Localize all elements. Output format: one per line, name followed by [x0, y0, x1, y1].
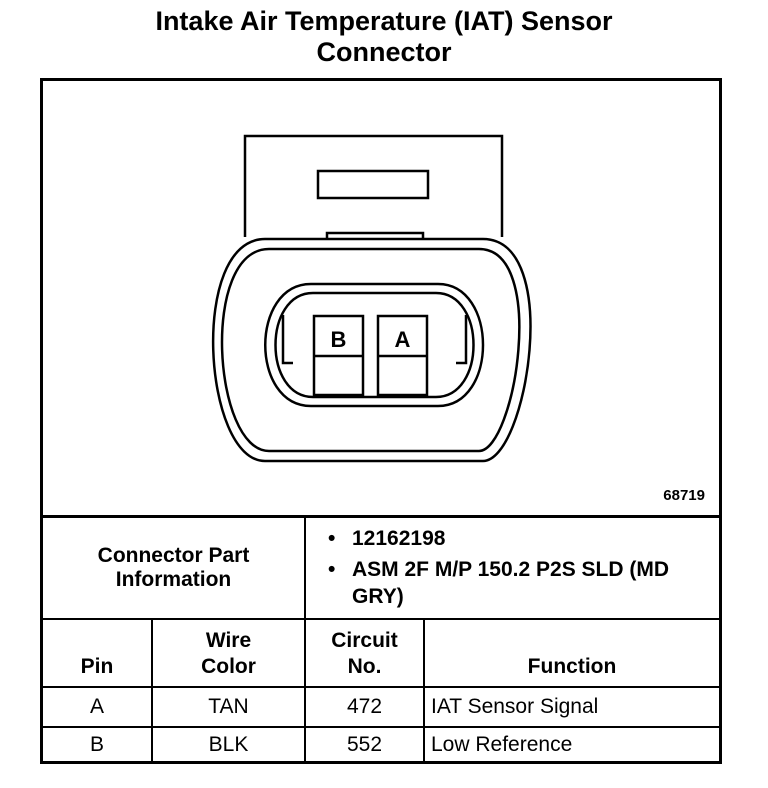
- part-info-label-line-2: Information: [115, 567, 232, 591]
- part-info-label: Connector Part Information: [43, 515, 306, 620]
- header-pin: Pin: [43, 617, 153, 688]
- part-info-row: Connector Part Information 12162198 ASM …: [43, 515, 719, 620]
- pin-table-header: Pin Wire Color Circuit No. Function: [43, 617, 719, 688]
- part-info-values: 12162198 ASM 2F M/P 150.2 P2S SLD (MD GR…: [304, 515, 719, 620]
- cavity-a-label: A: [395, 327, 411, 352]
- connector-seal-inner: [274, 291, 475, 399]
- connector-latch-tab: [316, 169, 430, 200]
- connector-outer-shell-inner: [220, 247, 521, 453]
- part-description: ASM 2F M/P 150.2 P2S SLD (MD GRY): [328, 556, 713, 610]
- wire-color-cell: TAN: [151, 685, 306, 728]
- header-function: Function: [423, 617, 719, 688]
- part-number: 12162198: [328, 525, 713, 552]
- header-wire-color-line-2: Color: [201, 654, 256, 678]
- header-wire-color-line-1: Wire: [205, 628, 252, 652]
- wire-color-cell: BLK: [151, 725, 306, 763]
- circuit-cell: 472: [304, 685, 425, 728]
- connector-key-right: [456, 315, 468, 365]
- connector-outer-shell: [211, 237, 532, 463]
- function-cell: IAT Sensor Signal: [423, 685, 719, 728]
- connector-info-table: Connector Part Information 12162198 ASM …: [43, 515, 719, 763]
- cavity-b-label: B: [331, 327, 347, 352]
- connector-seal-outer: [264, 282, 485, 408]
- header-circuit: Circuit No.: [304, 617, 425, 688]
- pin-cell: B: [43, 725, 153, 763]
- figure-number: 68719: [663, 487, 705, 504]
- connector-drawing: B A: [211, 134, 532, 463]
- title-line-1: Intake Air Temperature (IAT) Sensor: [155, 6, 613, 36]
- circuit-cell: 552: [304, 725, 425, 763]
- connector-key-left: [281, 315, 293, 365]
- header-wire-color: Wire Color: [151, 617, 306, 688]
- table-row: B BLK 552 Low Reference: [43, 725, 719, 763]
- connector-latch-housing: [243, 134, 504, 237]
- title-line-2: Connector: [316, 37, 452, 67]
- connector-latch-notch: [325, 231, 425, 239]
- diagram-title: Intake Air Temperature (IAT) Sensor Conn…: [0, 6, 768, 68]
- pin-cell: A: [43, 685, 153, 728]
- part-info-label-line-1: Connector Part: [97, 543, 250, 567]
- function-cell: Low Reference: [423, 725, 719, 763]
- connector-frame: B A 68719 Connector Part Information 121…: [40, 78, 722, 764]
- header-circuit-line-1: Circuit: [331, 628, 398, 652]
- header-circuit-line-2: No.: [347, 654, 382, 678]
- connector-illustration: B A 68719: [43, 81, 719, 515]
- table-row: A TAN 472 IAT Sensor Signal: [43, 685, 719, 728]
